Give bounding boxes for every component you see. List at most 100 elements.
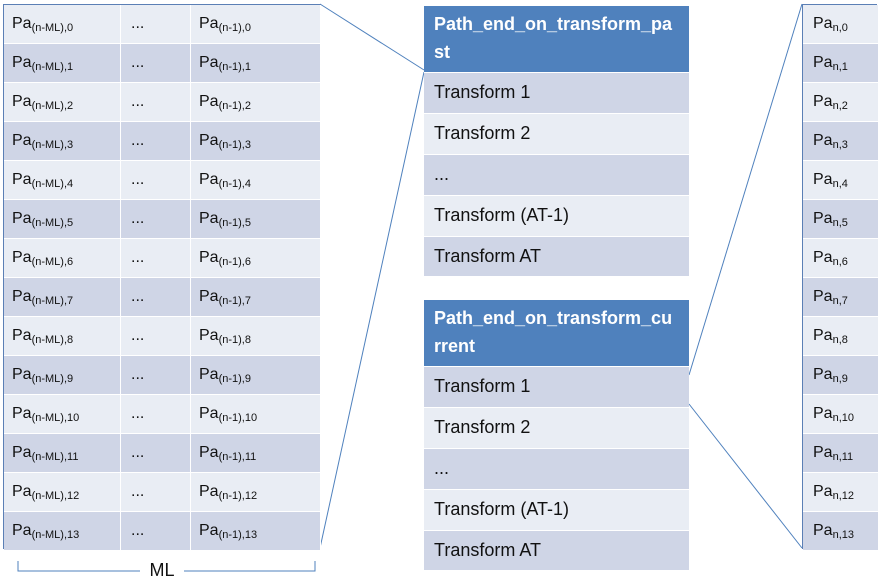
grid-cell-first: Pa(n-ML),13 (4, 512, 121, 551)
cell-base: Pa (12, 93, 32, 110)
cell-subscript: (n-1),8 (218, 334, 251, 346)
cell-base: Pa (813, 54, 833, 71)
table-row: ... (424, 154, 689, 195)
cell-subscript: (n-1),5 (218, 217, 251, 229)
cell-base: Pa (199, 405, 219, 422)
grid-cell-ellipsis: ... (121, 5, 191, 44)
cell-base: Pa (813, 15, 833, 32)
column-cell: Pan,8 (803, 317, 878, 356)
cell-subscript: (n-1),10 (218, 412, 258, 424)
cell-subscript: (n-1),6 (218, 256, 251, 268)
cell-base: Pa (813, 132, 833, 149)
cell-subscript: (n-ML),12 (31, 490, 80, 502)
grid-cell-first: Pa(n-ML),6 (4, 239, 121, 278)
cell-subscript: (n-ML),2 (31, 100, 74, 112)
grid-cell-first: Pa(n-ML),2 (4, 83, 121, 122)
connector-current-to-column-bottom (688, 403, 803, 549)
cell-subscript: (n-1),1 (218, 61, 251, 73)
grid-cell-ellipsis: ... (121, 44, 191, 83)
grid-cell-ellipsis: ... (121, 317, 191, 356)
cell-subscript: (n-1),3 (218, 139, 251, 151)
grid-cell-ellipsis: ... (121, 356, 191, 395)
table-row: Transform 2 (424, 407, 689, 448)
column-cell: Pan,1 (803, 44, 878, 83)
grid-cell-last: Pa(n-1),12 (191, 473, 321, 512)
cell-base: Pa (12, 15, 32, 32)
cell-subscript: n,1 (832, 61, 848, 73)
cell-subscript: (n-1),9 (218, 373, 251, 385)
cell-base: Pa (813, 249, 833, 266)
cell-base: Pa (813, 210, 833, 227)
cell-subscript: (n-1),7 (218, 295, 251, 307)
cell-base: Pa (12, 288, 32, 305)
grid-cell-ellipsis: ... (121, 278, 191, 317)
cell-base: Pa (199, 93, 219, 110)
cell-base: Pa (199, 327, 219, 344)
path-end-on-transform-past-table: Path_end_on_transform_past Transform 1 T… (424, 6, 689, 276)
grid-cell-first: Pa(n-ML),1 (4, 44, 121, 83)
column-cell: Pan,2 (803, 83, 878, 122)
grid-cell-ellipsis: ... (121, 395, 191, 434)
cell-subscript: (n-ML),6 (31, 256, 74, 268)
column-cell: Pan,9 (803, 356, 878, 395)
grid-cell-ellipsis: ... (121, 512, 191, 551)
grid-cell-last: Pa(n-1),7 (191, 278, 321, 317)
grid-cell-last: Pa(n-1),3 (191, 122, 321, 161)
table-row: Transform 1 (424, 366, 689, 407)
grid-cell-ellipsis: ... (121, 200, 191, 239)
grid-cell-last: Pa(n-1),2 (191, 83, 321, 122)
cell-base: Pa (813, 522, 833, 539)
cell-subscript: (n-ML),1 (31, 61, 74, 73)
cell-subscript: n,5 (832, 217, 848, 229)
cell-subscript: (n-1),4 (218, 178, 251, 190)
grid-cell-ellipsis: ... (121, 161, 191, 200)
cell-base: Pa (12, 483, 32, 500)
cell-base: Pa (12, 522, 32, 539)
cell-subscript: (n-ML),10 (31, 412, 80, 424)
grid-cell-last: Pa(n-1),13 (191, 512, 321, 551)
cell-subscript: n,2 (832, 100, 848, 112)
cell-subscript: (n-ML),0 (31, 22, 74, 34)
grid-cell-first: Pa(n-ML),7 (4, 278, 121, 317)
cell-base: Pa (813, 171, 833, 188)
cell-base: Pa (12, 249, 32, 266)
grid-cell-first: Pa(n-ML),4 (4, 161, 121, 200)
grid-cell-last: Pa(n-1),11 (191, 434, 321, 473)
grid-cell-ellipsis: ... (121, 473, 191, 512)
column-cell: Pan,4 (803, 161, 878, 200)
cell-subscript: (n-1),12 (218, 490, 258, 502)
grid-cell-ellipsis: ... (121, 83, 191, 122)
cell-subscript: n,3 (832, 139, 848, 151)
grid-cell-last: Pa(n-1),9 (191, 356, 321, 395)
table-row: Transform 2 (424, 113, 689, 154)
cell-base: Pa (199, 444, 219, 461)
column-cell: Pan,0 (803, 5, 878, 44)
connector-grid-to-past-bottom (319, 71, 425, 549)
column-cell: Pan,3 (803, 122, 878, 161)
table-row: Transform AT (424, 530, 689, 570)
cell-base: Pa (813, 327, 833, 344)
cell-base: Pa (12, 210, 32, 227)
cell-subscript: (n-1),0 (218, 22, 251, 34)
cell-subscript: n,13 (832, 529, 854, 541)
grid-cell-ellipsis: ... (121, 122, 191, 161)
cell-base: Pa (813, 483, 833, 500)
grid-cell-first: Pa(n-ML),10 (4, 395, 121, 434)
cell-subscript: (n-1),13 (218, 529, 258, 541)
cell-base: Pa (199, 288, 219, 305)
cell-subscript: (n-ML),9 (31, 373, 74, 385)
cell-subscript: (n-1),11 (218, 451, 257, 463)
path-end-on-transform-current-table: Path_end_on_transform_current Transform … (424, 300, 689, 570)
grid-cell-ellipsis: ... (121, 239, 191, 278)
column-cell: Pan,11 (803, 434, 878, 473)
cell-base: Pa (199, 366, 219, 383)
cell-subscript: (n-ML),5 (31, 217, 74, 229)
column-cell: Pan,7 (803, 278, 878, 317)
cell-subscript: (n-ML),7 (31, 295, 74, 307)
cell-subscript: n,8 (832, 334, 848, 346)
grid-cell-ellipsis: ... (121, 434, 191, 473)
cell-base: Pa (199, 522, 219, 539)
table-row: Transform 1 (424, 72, 689, 113)
grid-cell-first: Pa(n-ML),8 (4, 317, 121, 356)
